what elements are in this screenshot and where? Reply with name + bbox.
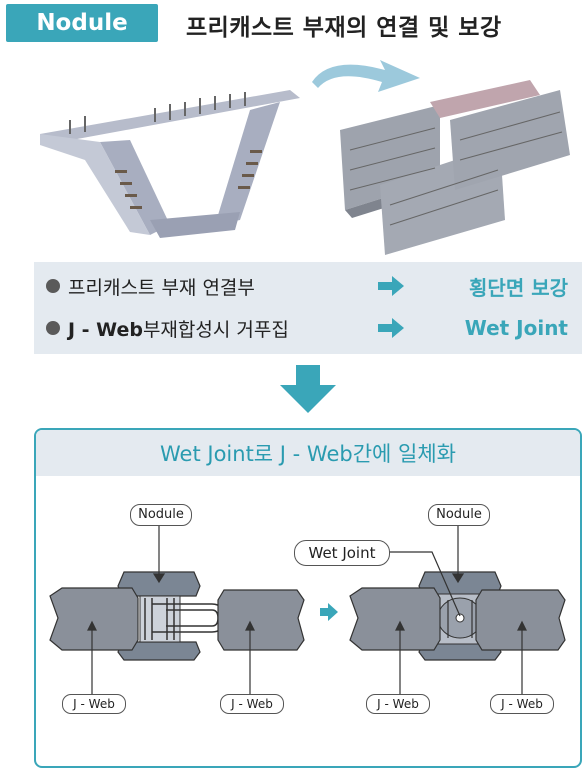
- nodule-label-right: Nodule: [428, 504, 490, 526]
- info-row: J - Web부재합성시 거푸집 Wet Joint: [34, 308, 582, 348]
- joint-detail-diagram: [49, 520, 566, 696]
- jweb-label-3: J - Web: [366, 694, 430, 714]
- after-joint-drawing: [349, 520, 566, 696]
- bullet-icon: [46, 279, 60, 293]
- transition-arrow-icon: [320, 603, 338, 621]
- curved-arrow-icon: [312, 60, 420, 92]
- info-row-right: 횡단면 보강: [469, 275, 568, 300]
- jweb-panels-image: [340, 80, 570, 255]
- down-arrow-icon: [280, 365, 336, 413]
- wet-joint-label: Wet Joint: [294, 540, 390, 566]
- jweb-label-1: J - Web: [62, 694, 126, 714]
- precast-frame-image: [40, 90, 300, 238]
- bullet-icon: [46, 321, 60, 335]
- info-row: 프리캐스트 부재 연결부 횡단면 보강: [34, 266, 582, 306]
- info-box: 프리캐스트 부재 연결부 횡단면 보강 J - Web부재합성시 거푸집 Wet…: [34, 262, 582, 354]
- right-arrow-icon: [378, 318, 404, 338]
- info-row-left: 프리캐스트 부재 연결부: [68, 276, 255, 299]
- jweb-label-2: J - Web: [220, 694, 284, 714]
- jweb-label-4: J - Web: [490, 694, 554, 714]
- wet-joint-panel: Wet Joint로 J - Web간에 일체화: [34, 428, 582, 768]
- page-title: 프리캐스트 부재의 연결 및 보강: [186, 15, 502, 41]
- nodule-label-left: Nodule: [130, 504, 192, 526]
- nodule-badge: Nodule: [6, 4, 158, 42]
- precast-illustration: [40, 60, 570, 255]
- right-arrow-icon: [378, 276, 404, 296]
- before-joint-drawing: [49, 520, 305, 696]
- info-row-left: J - Web부재합성시 거푸집: [68, 318, 289, 341]
- panel-title: Wet Joint로 J - Web간에 일체화: [36, 430, 580, 476]
- info-row-right: Wet Joint: [464, 316, 568, 340]
